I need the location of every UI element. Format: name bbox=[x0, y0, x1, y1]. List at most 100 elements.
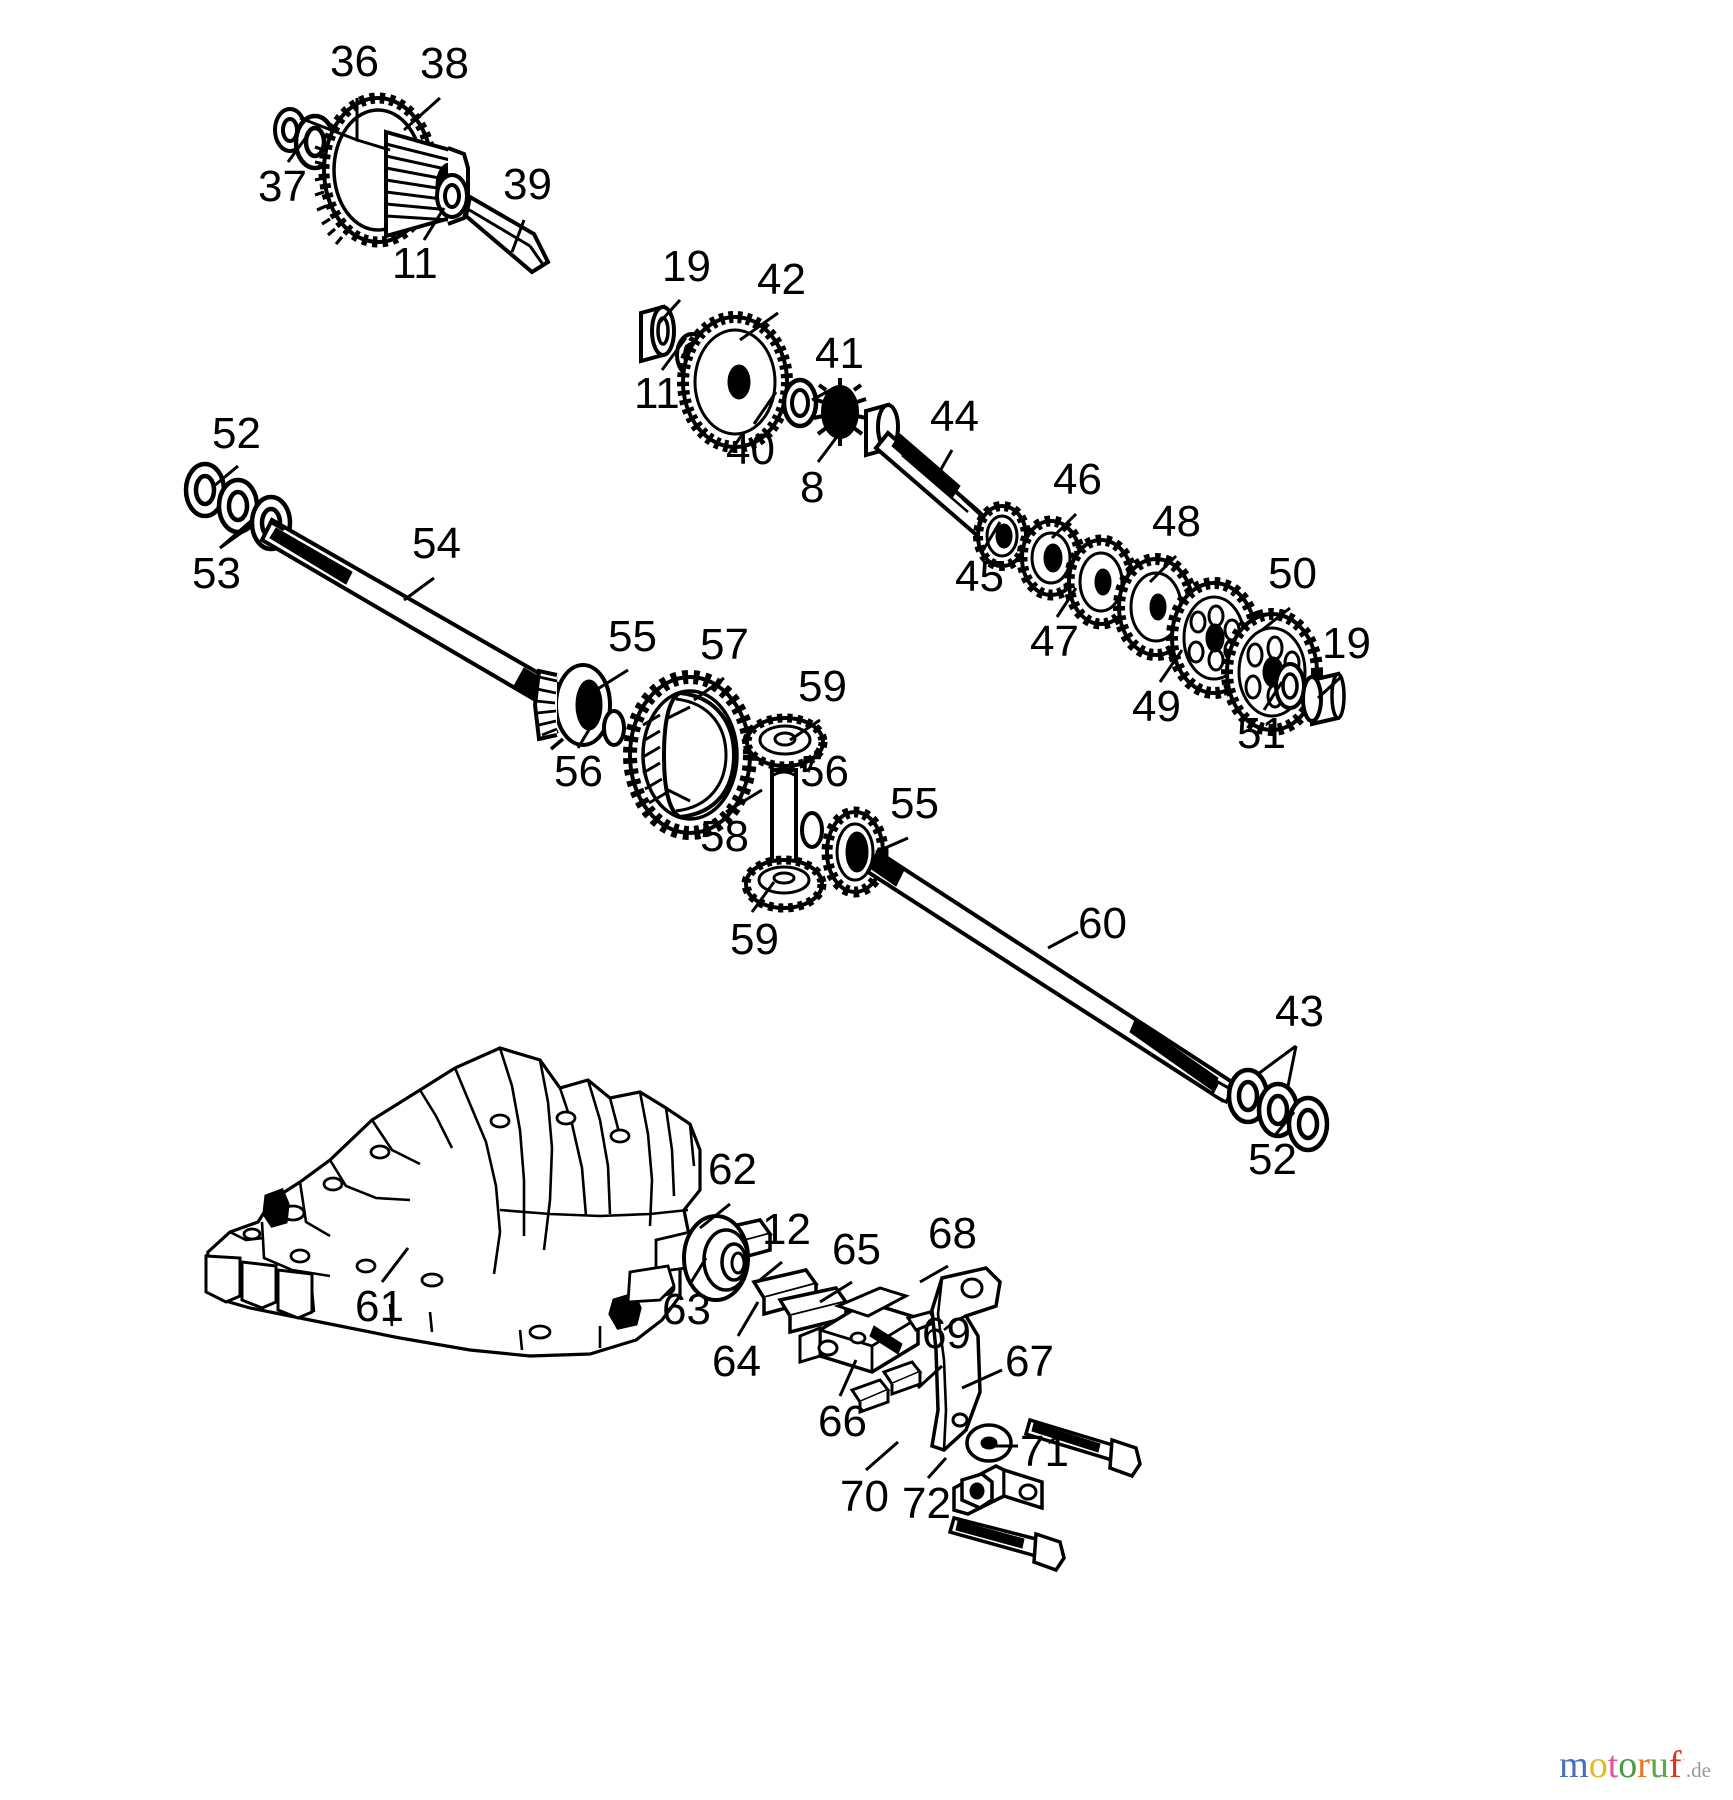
watermark-letter: t bbox=[1607, 1744, 1619, 1786]
leader-line bbox=[916, 1364, 944, 1390]
leader-line bbox=[403, 96, 441, 132]
callout-46: 46 bbox=[1053, 455, 1102, 504]
leader-line bbox=[816, 429, 844, 463]
part-group-top-left bbox=[273, 92, 551, 275]
leader-line bbox=[422, 207, 446, 241]
callout-40: 40 bbox=[726, 425, 775, 474]
leader-line bbox=[806, 747, 820, 773]
callout-56: 56 bbox=[554, 747, 603, 796]
callout-52: 52 bbox=[212, 409, 261, 458]
leader-line bbox=[1274, 1111, 1296, 1135]
part-55-bevel-side-gear-b bbox=[821, 806, 889, 898]
part-57-differential-ring-gear bbox=[623, 670, 757, 840]
callout-leader-lines bbox=[213, 96, 1344, 1480]
leader-line bbox=[725, 788, 763, 814]
callout-11: 11 bbox=[392, 239, 438, 288]
part-39-shaft bbox=[463, 193, 551, 275]
callout-37: 37 bbox=[258, 162, 307, 211]
callout-66: 66 bbox=[818, 1397, 867, 1446]
callout-62: 62 bbox=[708, 1145, 757, 1194]
leader-line bbox=[1148, 554, 1178, 584]
callout-12: 12 bbox=[762, 1205, 811, 1254]
callout-64: 64 bbox=[712, 1337, 761, 1386]
part-61-transaxle-housing bbox=[204, 1046, 702, 1358]
leader-line bbox=[759, 1260, 783, 1282]
callout-57: 57 bbox=[700, 620, 749, 669]
leader-line bbox=[736, 1301, 760, 1337]
leader-line bbox=[934, 449, 954, 479]
callout-45: 45 bbox=[955, 552, 1004, 601]
leader-line bbox=[838, 1359, 858, 1397]
part-59-pinion-gear-b bbox=[741, 855, 827, 913]
callout-65: 65 bbox=[832, 1225, 881, 1274]
part-71-hex-nut bbox=[960, 1472, 994, 1510]
part-69-flat-washer bbox=[965, 1423, 1013, 1463]
watermark-letter: m bbox=[1559, 1744, 1589, 1786]
leader-line bbox=[811, 386, 835, 402]
part-group-left-axle bbox=[186, 464, 1327, 1150]
callout-49: 49 bbox=[1132, 682, 1181, 731]
leader-line bbox=[576, 717, 598, 749]
watermark-suffix: .de bbox=[1685, 1758, 1711, 1782]
callout-43: 43 bbox=[1275, 987, 1324, 1036]
callout-36: 36 bbox=[330, 37, 379, 86]
callout-41: 41 bbox=[815, 329, 864, 378]
callout-59: 59 bbox=[730, 915, 779, 964]
leader-line bbox=[1261, 606, 1291, 632]
callout-39: 39 bbox=[503, 160, 552, 209]
leader-line bbox=[660, 337, 688, 371]
leader-line bbox=[356, 138, 391, 152]
callout-44: 44 bbox=[930, 392, 979, 441]
leader-line bbox=[980, 521, 1002, 553]
leader-line bbox=[926, 1456, 948, 1480]
part-42-bevel-gear bbox=[677, 311, 793, 453]
callout-59: 59 bbox=[798, 662, 847, 711]
callout-55: 55 bbox=[608, 612, 657, 661]
leader-line bbox=[595, 668, 629, 692]
part-group-shift-linkage bbox=[682, 1214, 1142, 1573]
leader-line bbox=[213, 464, 239, 488]
leader-line bbox=[510, 219, 526, 253]
part-56-thrust-washer-a bbox=[602, 709, 626, 747]
leader-line bbox=[688, 1257, 708, 1285]
callout-47: 47 bbox=[1030, 617, 1079, 666]
part-68-lever-plate bbox=[930, 1266, 1002, 1452]
callout-63: 63 bbox=[662, 1285, 711, 1334]
leader-line bbox=[750, 881, 776, 913]
leader-line bbox=[1286, 1045, 1298, 1087]
callout-60: 60 bbox=[1078, 899, 1127, 948]
callout-58: 58 bbox=[700, 812, 749, 861]
part-72-hex-bolt bbox=[947, 1515, 1066, 1573]
callout-53: 53 bbox=[192, 549, 241, 598]
leader-line bbox=[658, 298, 682, 324]
leader-line bbox=[699, 1202, 731, 1230]
watermark-letter: f bbox=[1668, 1744, 1682, 1786]
part-41-splined-collar bbox=[813, 378, 867, 446]
part-40-washer bbox=[781, 377, 819, 429]
leader-line bbox=[819, 1280, 853, 1304]
callout-71: 71 bbox=[1020, 1427, 1069, 1476]
leader-line bbox=[1158, 649, 1184, 683]
leader-line bbox=[919, 1264, 949, 1284]
leader-line bbox=[961, 1368, 1003, 1390]
callout-19: 19 bbox=[662, 242, 711, 291]
leader-line bbox=[380, 1247, 410, 1283]
leader-line bbox=[219, 526, 249, 550]
callout-56: 56 bbox=[800, 747, 849, 796]
leader-line bbox=[789, 718, 821, 742]
watermark-dot: · bbox=[1681, 1751, 1686, 1767]
callout-61: 61 bbox=[355, 1282, 404, 1331]
part-55-bevel-side-gear-a bbox=[532, 663, 612, 751]
callout-48: 48 bbox=[1152, 497, 1201, 546]
motoruf-watermark: motoruf·.de bbox=[1559, 1746, 1711, 1784]
leader-line bbox=[1257, 1044, 1297, 1076]
part-49-gear bbox=[1166, 577, 1262, 699]
part-60-axle-shaft bbox=[865, 849, 1235, 1105]
callout-70: 70 bbox=[840, 1472, 889, 1521]
callout-67: 67 bbox=[1005, 1337, 1054, 1386]
part-56-thrust-washer-b bbox=[800, 811, 824, 849]
callout-42: 42 bbox=[757, 255, 806, 304]
callout-52: 52 bbox=[1248, 1135, 1297, 1184]
callout-69: 69 bbox=[922, 1309, 971, 1358]
